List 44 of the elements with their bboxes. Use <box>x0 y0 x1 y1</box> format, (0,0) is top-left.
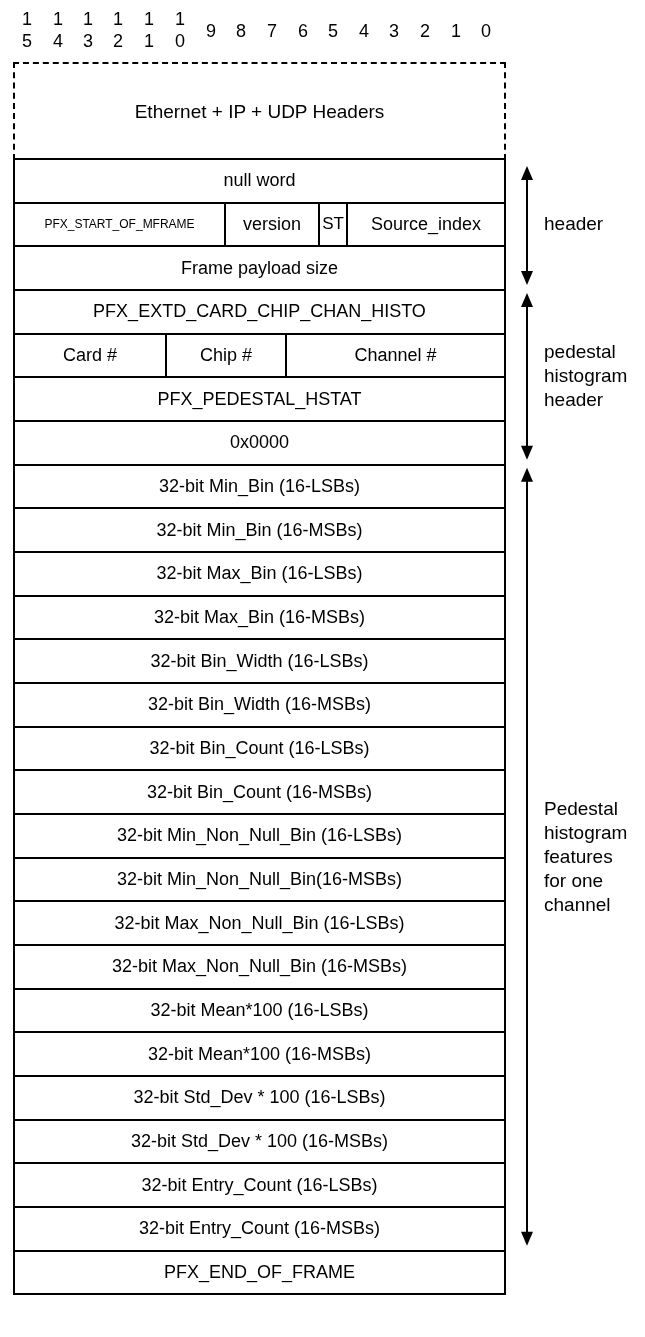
word-row: 32-bit Std_Dev * 100 (16-MSBs) <box>13 1118 506 1165</box>
word-row: 32-bit Min_Bin (16-LSBs) <box>13 463 506 510</box>
bit-number: 15 <box>21 8 33 52</box>
bit-number: 7 <box>266 20 278 42</box>
word-row: 32-bit Bin_Width (16-MSBs) <box>13 682 506 728</box>
word-row: 32-bit Max_Bin (16-LSBs) <box>13 551 506 597</box>
word-row: PFX_EXTD_CARD_CHIP_CHAN_HISTO <box>13 289 506 335</box>
word-row: 32-bit Max_Bin (16-MSBs) <box>13 594 506 641</box>
bit-number: 4 <box>358 20 370 42</box>
word-row: 32-bit Min_Bin (16-MSBs) <box>13 507 506 553</box>
section-label: pedestal histogram header <box>544 340 629 413</box>
word-row: 32-bit Bin_Count (16-LSBs) <box>13 725 506 772</box>
word-row: 32-bit Mean*100 (16-LSBs) <box>13 987 506 1034</box>
word-row: PFX_END_OF_FRAME <box>13 1249 506 1296</box>
bit-number: 13 <box>82 8 94 52</box>
section-label: Pedestal histogram features for one channel <box>544 796 624 917</box>
bit-number: 0 <box>480 20 492 42</box>
bit-number: 8 <box>235 20 247 42</box>
bit-number: 14 <box>52 8 64 52</box>
word-row: 32-bit Min_Non_Null_Bin(16-MSBs) <box>13 856 506 903</box>
bit-number: 3 <box>388 20 400 42</box>
word-row: 32-bit Bin_Count (16-MSBs) <box>13 769 506 816</box>
word-row: 0x0000 <box>13 420 506 466</box>
bit-number: 11 <box>143 8 155 52</box>
bit-number: 12 <box>112 8 124 52</box>
word-row: 32-bit Bin_Width (16-LSBs) <box>13 638 506 684</box>
word-row: 32-bit Mean*100 (16-MSBs) <box>13 1031 506 1078</box>
bit-number: 9 <box>205 20 217 42</box>
word-row: 32-bit Entry_Count (16-LSBs) <box>13 1162 506 1209</box>
word-row: null word <box>13 158 506 204</box>
word-row: 32-bit Max_Non_Null_Bin (16-LSBs) <box>13 900 506 947</box>
word-row: PFX_PEDESTAL_HSTAT <box>13 376 506 422</box>
word-row: 32-bit Std_Dev * 100 (16-LSBs) <box>13 1075 506 1121</box>
bit-number: 6 <box>297 20 309 42</box>
word-row: 32-bit Max_Non_Null_Bin (16-MSBs) <box>13 944 506 990</box>
bit-number: 10 <box>174 8 186 52</box>
word-row: 32-bit Min_Non_Null_Bin (16-LSBs) <box>13 813 506 859</box>
bit-number: 5 <box>327 20 339 42</box>
header-block: Ethernet + IP + UDP Headers <box>13 62 506 160</box>
bit-number: 1 <box>450 20 462 42</box>
bit-number: 2 <box>419 20 431 42</box>
section-label: header <box>544 211 605 236</box>
word-row: 32-bit Entry_Count (16-MSBs) <box>13 1206 506 1252</box>
word-row: Frame payload size <box>13 245 506 291</box>
